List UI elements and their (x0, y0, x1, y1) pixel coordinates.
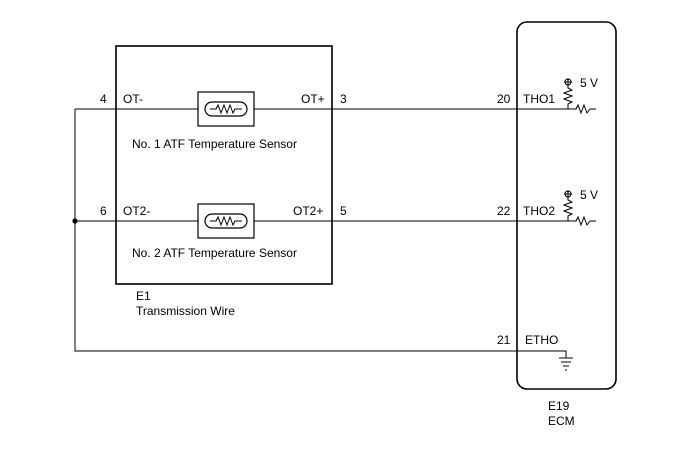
signal-etho-label: ETHO (525, 333, 558, 347)
pin-22-label: 22 (497, 204, 511, 218)
e1-name-label: Transmission Wire (136, 304, 235, 318)
pin-21-label: 21 (497, 333, 511, 347)
junction-dot (72, 218, 78, 224)
e1-code-label: E1 (136, 289, 151, 303)
tho2-pullup-resistor (562, 190, 596, 227)
sensor-2-label: No. 2 ATF Temperature Sensor (132, 246, 297, 260)
tho1-pullup-resistor (562, 78, 596, 115)
pin-20-label: 20 (497, 92, 511, 106)
pin-6-label: 6 (100, 204, 107, 218)
pin-5-label: 5 (340, 204, 347, 218)
ecm-box (516, 21, 617, 390)
signal-tho2-label: THO2 (523, 204, 555, 218)
signal-ot-minus-label: OT- (123, 92, 143, 106)
ecm-code-label: E19 (548, 399, 570, 413)
wire-common-return (74, 109, 567, 358)
pin-4-label: 4 (100, 92, 107, 106)
tho1-supply-label: 5 V (580, 76, 598, 90)
signal-ot2-plus-label: OT2+ (293, 204, 323, 218)
e1-connector-box (115, 45, 333, 285)
signal-tho1-label: THO1 (523, 92, 555, 106)
signal-ot2-minus-label: OT2- (123, 204, 150, 218)
tho2-supply-label: 5 V (580, 188, 598, 202)
atf-sensor-1-symbol (197, 91, 255, 127)
sensor-1-label: No. 1 ATF Temperature Sensor (132, 137, 297, 151)
signal-ot-plus-label: OT+ (301, 92, 325, 106)
ground-icon (559, 357, 573, 371)
pin-3-label: 3 (340, 92, 347, 106)
atf-sensor-2-symbol (197, 203, 255, 239)
ecm-name-label: ECM (548, 414, 575, 428)
